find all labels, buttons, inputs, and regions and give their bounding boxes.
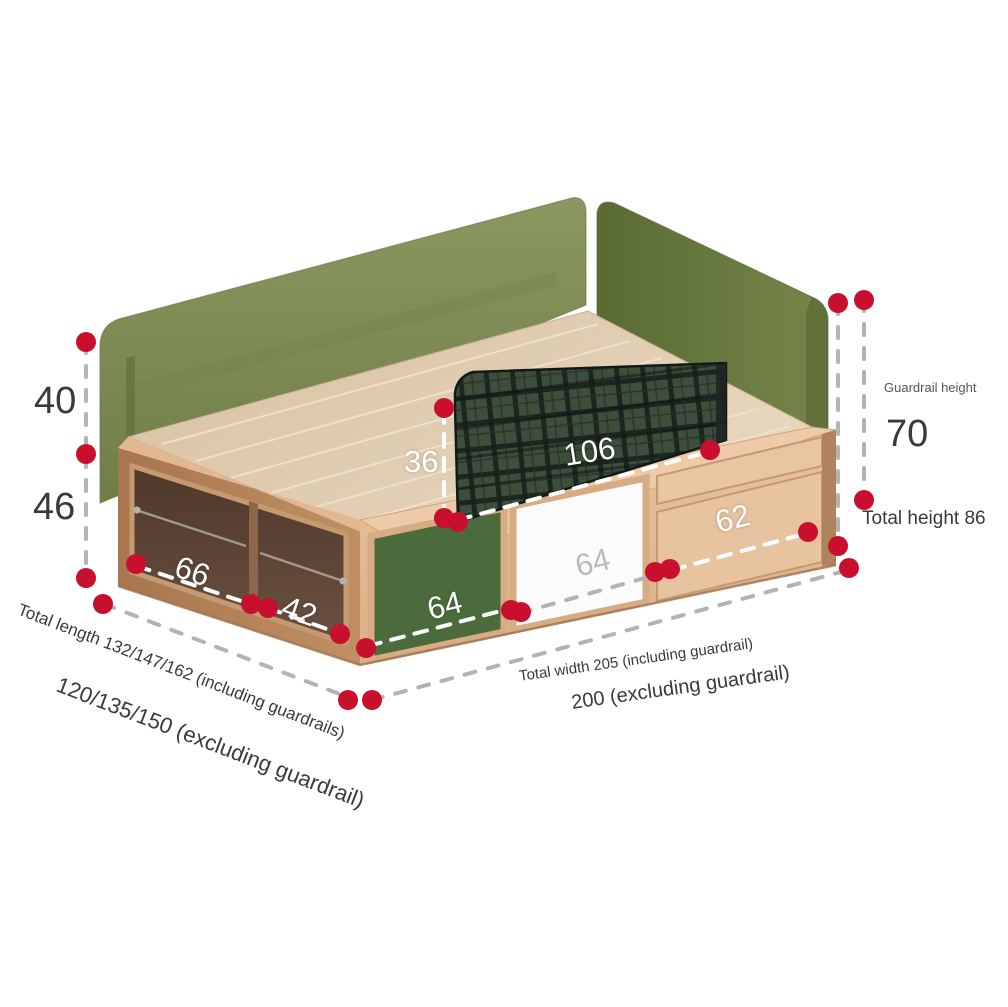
label-guardrail-height-caption: Guardrail height <box>884 380 977 395</box>
dim-line-66 <box>135 564 252 606</box>
grey-dimension-lines <box>84 298 866 702</box>
bed-frame <box>117 426 837 667</box>
dim-line-106 <box>456 450 710 522</box>
dim-line-64-green <box>366 607 510 648</box>
dim-line-64-white <box>518 570 668 615</box>
dim-line-total-width <box>370 568 850 702</box>
dim-line-total-length <box>102 602 352 700</box>
plaid-guardrail-panel <box>453 361 728 524</box>
dimension-endpoint-markers <box>76 290 874 710</box>
label-total-height: Total height 86 <box>862 508 986 529</box>
label-guardrail-panel-height: 36 <box>404 444 439 479</box>
label-guardrail-height-value: 70 <box>886 413 929 455</box>
label-headboard-height: 40 <box>34 380 77 422</box>
dim-line-62 <box>670 532 806 572</box>
white-dimension-lines <box>135 408 806 648</box>
label-base-height: 46 <box>33 486 76 528</box>
dim-line-42 <box>266 606 340 635</box>
